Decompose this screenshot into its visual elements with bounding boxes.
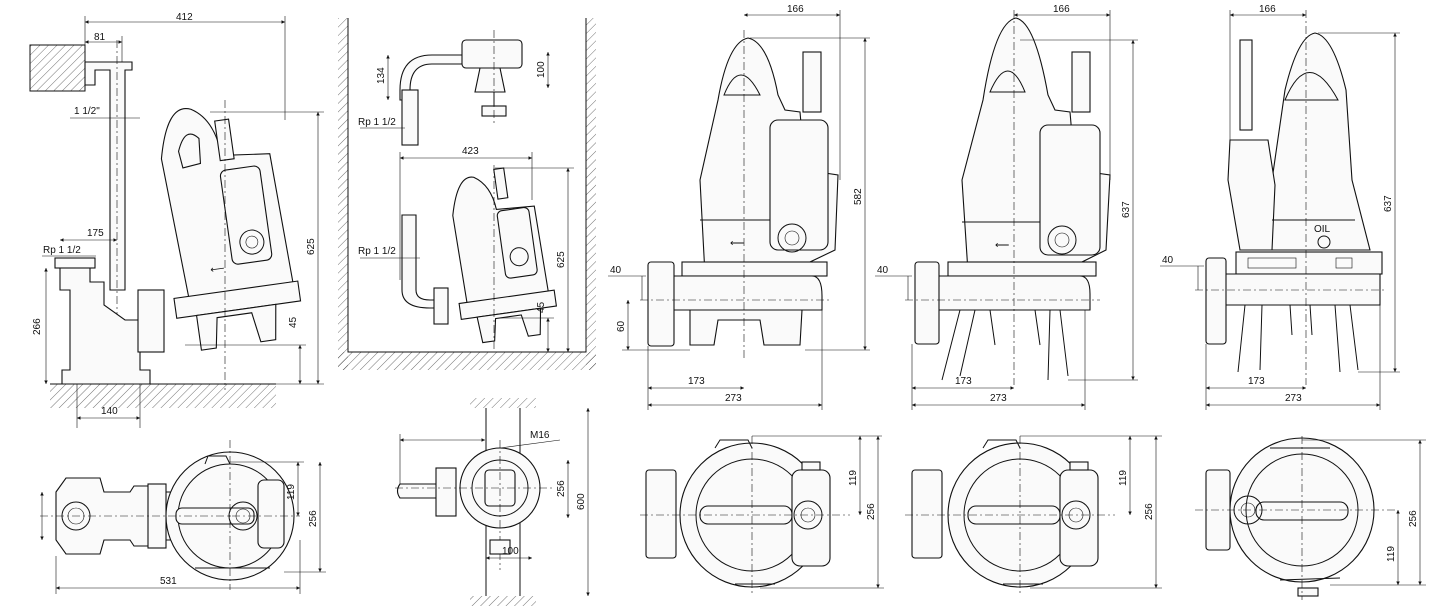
dim-175: 175 (87, 228, 104, 239)
dim-256-p3: 256 (866, 503, 877, 520)
view-side-coupling: ⟵ 412 81 1 1/2" 175 Rp 1 1/2 266 625 4 (29, 12, 324, 428)
dim-600: 600 (576, 493, 587, 510)
dim-40-b: 40 (877, 265, 889, 276)
label-m16: M16 (530, 430, 550, 441)
dim-45: 45 (288, 316, 299, 328)
dim-625-b: 625 (556, 251, 567, 268)
dim-100-p2: 100 (502, 546, 519, 557)
dim-134: 134 (376, 67, 387, 84)
dim-100-a: 100 (536, 61, 547, 78)
oil-plug-icon (1317, 235, 1331, 249)
dim-273-b: 273 (990, 393, 1007, 404)
label-rp: Rp 1 1/2 (43, 245, 81, 256)
dim-1-5in: 1 1/2" (74, 106, 100, 117)
dim-81: 81 (94, 32, 106, 43)
dim-256-p2: 256 (556, 480, 567, 497)
plan-view-3: 119 256 (640, 435, 884, 596)
dim-40-c: 40 (1162, 255, 1174, 266)
dim-173-c: 173 (1248, 376, 1265, 387)
dim-119-p3: 119 (848, 470, 859, 486)
dim-166-b: 166 (1053, 4, 1070, 15)
dim-140: 140 (101, 406, 118, 417)
svg-text:⟵: ⟵ (995, 240, 1009, 251)
dim-45-b: 45 (536, 301, 547, 313)
dim-119-p4: 119 (1118, 470, 1129, 486)
view-pit-installation: 134 100 Rp 1 1/2 423 Rp 1 1/2 625 (338, 18, 596, 370)
floor-hatch (50, 384, 276, 408)
dim-582: 582 (853, 188, 864, 205)
dim-173-a: 173 (688, 376, 705, 387)
view-pump-side-582: ⟵ 166 582 40 60 173 273 (608, 4, 870, 410)
view-pump-side-637-legs: ⟵ 166 637 40 173 273 (875, 4, 1138, 410)
dim-119-p5: 119 (1386, 546, 1397, 562)
dim-119-p1: 119 (286, 484, 297, 500)
dim-256-p4: 256 (1144, 503, 1155, 520)
dim-637-a: 637 (1121, 201, 1132, 218)
dim-273-a: 273 (725, 393, 742, 404)
dim-256-p5: 256 (1408, 510, 1419, 527)
dim-637-b: 637 (1383, 195, 1394, 212)
dim-166-c: 166 (1259, 4, 1276, 15)
dim-40-a: 40 (610, 265, 622, 276)
dim-412: 412 (176, 12, 193, 23)
dim-423: 423 (462, 146, 479, 157)
dim-166-a: 166 (787, 4, 804, 15)
plan-view-4: 119 256 (905, 435, 1162, 596)
dim-273-c: 273 (1285, 393, 1302, 404)
wall-hatch (30, 45, 85, 91)
svg-text:⟵: ⟵ (210, 263, 226, 276)
label-rp-1: Rp 1 1/2 (358, 117, 396, 128)
dim-173-b: 173 (955, 376, 972, 387)
dim-256-p1: 256 (308, 510, 319, 527)
dim-625: 625 (306, 238, 317, 255)
dim-531: 531 (160, 576, 177, 587)
plan-view-5: 256 119 (1195, 436, 1426, 600)
svg-text:⟵: ⟵ (730, 238, 744, 249)
dim-266: 266 (32, 318, 43, 335)
oil-label: OIL (1314, 224, 1331, 235)
view-pump-rear-oil: OIL 166 637 40 173 273 (1160, 4, 1400, 410)
plan-view-1: 119 256 531 (40, 440, 326, 594)
plan-view-2-wall: M16 256 600 100 (395, 398, 590, 606)
dim-60: 60 (616, 320, 627, 332)
label-rp-2: Rp 1 1/2 (358, 246, 396, 257)
